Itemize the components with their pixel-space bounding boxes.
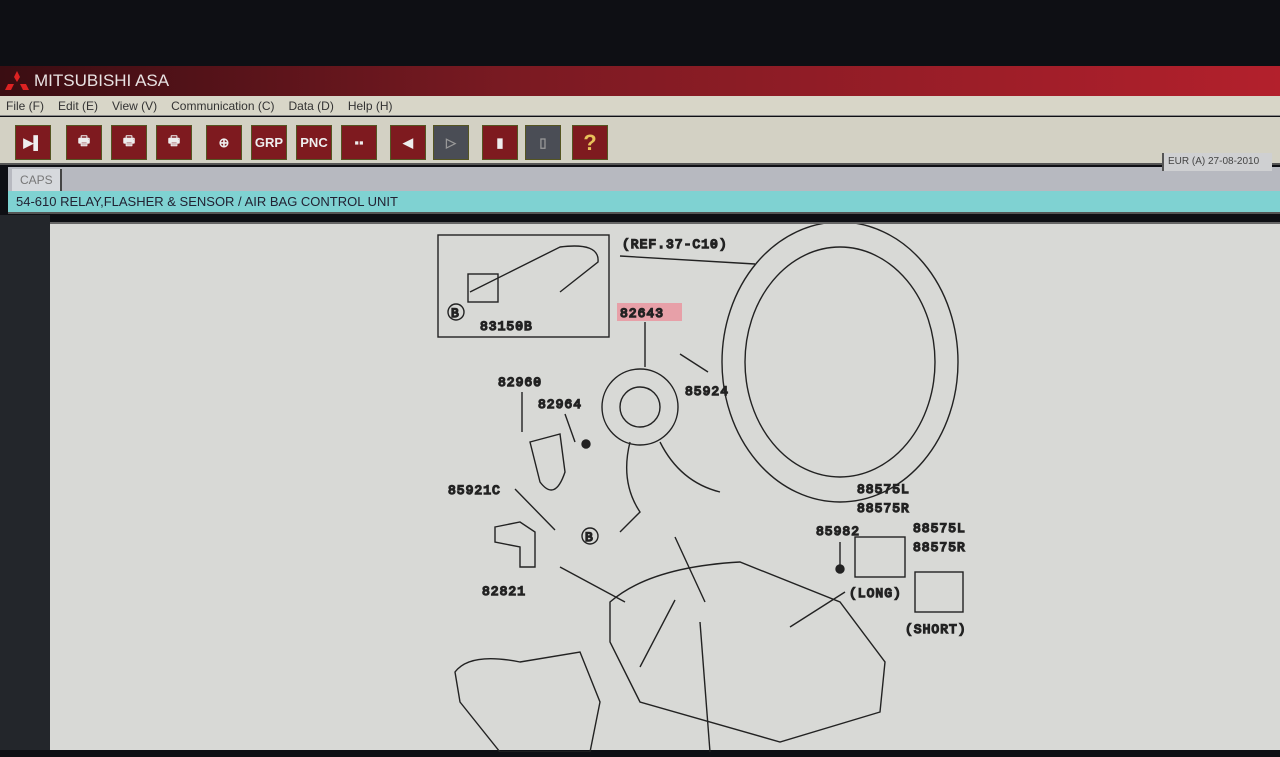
toolbar: ▶▌ 🖶 🖶 🖶 ⊕ GRP PNC ▪▪ ◀ ▷ ▮ ▯ ? xyxy=(0,117,1280,165)
grid-view-button[interactable]: ▪▪ xyxy=(341,125,377,160)
sensor-long xyxy=(854,536,906,578)
part-83150B[interactable]: 83150B xyxy=(479,318,533,334)
page-title: 54-610 RELAY,FLASHER & SENSOR / AIR BAG … xyxy=(8,191,1280,214)
sensor-cable xyxy=(469,245,599,293)
print-button[interactable]: 🖶 xyxy=(111,125,147,160)
connector-b-marker xyxy=(447,303,465,321)
save-button[interactable]: ▮ xyxy=(482,125,518,160)
part-88575L-long[interactable]: 88575L xyxy=(856,481,910,497)
inset-box xyxy=(437,234,610,338)
steering-wheel xyxy=(721,221,959,503)
ref-label[interactable]: (REF.37-C10) xyxy=(621,236,728,252)
menu-bar: File (F) Edit (E) View (V) Communication… xyxy=(0,96,1280,116)
part-88575L-short[interactable]: 88575L xyxy=(912,520,966,536)
exit-button[interactable]: ▶▌ xyxy=(15,125,51,160)
menu-view[interactable]: View (V) xyxy=(112,98,158,113)
help-button[interactable]: ? xyxy=(572,125,608,160)
long-label: (LONG) xyxy=(849,586,902,601)
title-bar: MITSUBISHI ASA xyxy=(0,66,1280,96)
print-preview-button[interactable]: 🖶 xyxy=(156,125,192,160)
part-82964[interactable]: 82964 xyxy=(537,396,582,412)
bracket-82960 xyxy=(529,433,566,491)
pnc-button[interactable]: PNC xyxy=(296,125,332,160)
part-82960[interactable]: 82960 xyxy=(497,374,542,390)
sensor-connector xyxy=(467,273,499,303)
monitor-bezel xyxy=(0,215,50,750)
sensor-short xyxy=(914,571,964,613)
marker-b-label: B xyxy=(451,306,460,321)
status-region-date: EUR (A) 27-08-2010 xyxy=(1162,153,1272,171)
tab-row: CAPS EUR (A) 27-08-2010 xyxy=(8,153,1280,191)
part-88575R-long[interactable]: 88575R xyxy=(856,500,910,516)
part-88575R-short[interactable]: 88575R xyxy=(912,539,966,555)
clock-spring xyxy=(601,368,679,446)
zoom-in-button[interactable]: ⊕ xyxy=(206,125,242,160)
menu-data[interactable]: Data (D) xyxy=(288,98,334,113)
engine-outline xyxy=(454,651,601,753)
bracket-82821 xyxy=(494,521,536,568)
menu-edit[interactable]: Edit (E) xyxy=(58,98,99,113)
next-button[interactable]: ▷ xyxy=(433,125,469,160)
highlight-82643 xyxy=(617,303,682,321)
app-title: MITSUBISHI ASA xyxy=(34,71,170,90)
grp-button[interactable]: GRP xyxy=(251,125,287,160)
part-82821[interactable]: 82821 xyxy=(481,583,526,599)
part-82643[interactable]: 82643 xyxy=(619,305,664,321)
part-85924[interactable]: 85924 xyxy=(684,383,729,399)
vehicle-outline xyxy=(609,561,886,743)
short-label: (SHORT) xyxy=(905,622,967,637)
print-screen-button[interactable]: 🖶 xyxy=(66,125,102,160)
open-folder-button[interactable]: ▯ xyxy=(525,125,561,160)
part-85921C[interactable]: 85921C xyxy=(447,482,501,498)
tab-caps[interactable]: CAPS xyxy=(12,169,62,191)
mitsubishi-logo-icon xyxy=(5,71,29,90)
parts-diagram[interactable]: B 83150B (REF.37-C10) 82643 B 85924 8296… xyxy=(50,221,1280,753)
previous-button[interactable]: ◀ xyxy=(390,125,426,160)
menu-help[interactable]: Help (H) xyxy=(347,98,393,113)
menu-file[interactable]: File (F) xyxy=(6,98,44,113)
menu-communication[interactable]: Communication (C) xyxy=(171,98,275,113)
marker-b-label-2: B xyxy=(585,530,594,545)
part-85982[interactable]: 85982 xyxy=(815,523,860,539)
